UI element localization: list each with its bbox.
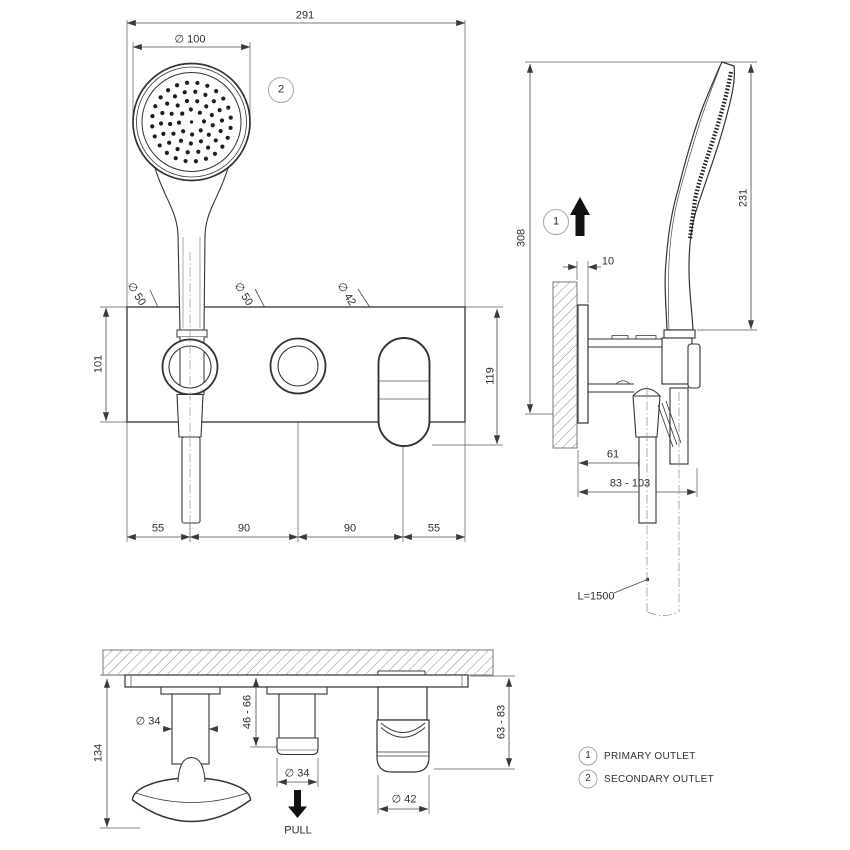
wall-section-side: [552, 281, 578, 449]
diverter-knob-bottom: [266, 686, 328, 756]
mixer-plate-side: [577, 304, 589, 424]
legend: [578, 746, 598, 789]
holder-body-side: [588, 329, 701, 524]
dim-trim-height: 119: [484, 367, 497, 385]
mixer-lever-bottom: [376, 686, 430, 773]
flow-up-arrow: [570, 197, 590, 236]
dim-knob-diameter: ∅ 34: [284, 767, 310, 780]
pull-down-arrow: [288, 790, 307, 818]
legend-2-number: 2: [585, 773, 591, 784]
side-view: [525, 61, 757, 617]
dim-holder-stem-diameter: ∅ 34: [135, 715, 161, 728]
dim-total-projection: 134: [92, 743, 105, 763]
callout-2-number: 2: [277, 83, 285, 96]
dim-handset-height: 231: [737, 188, 750, 208]
dim-handset-diameter: ∅ 100: [174, 33, 206, 46]
dim-spacing-2: 90: [237, 522, 251, 535]
front-view: [100, 19, 503, 542]
dim-plate-offset: 10: [601, 255, 615, 268]
legend-2-label: SECONDARY OUTLET: [604, 774, 715, 785]
dim-knob-projection-range: 46 - 66: [241, 694, 254, 730]
holder-bottom: [131, 686, 252, 823]
mixer-plate-bottom: [124, 674, 469, 688]
dim-projection-range: 83 - 103: [609, 477, 651, 490]
pull-label: PULL: [284, 824, 312, 837]
dim-lever-diameter: ∅ 42: [391, 793, 417, 806]
legend-1-label: PRIMARY OUTLET: [604, 751, 696, 762]
dim-overall-height: 308: [515, 228, 528, 248]
callout-1-circle: [543, 209, 569, 235]
legend-1-number: 1: [585, 750, 591, 761]
dim-spacing-3: 90: [343, 522, 357, 535]
dim-lever-projection-range: 63 - 83: [495, 704, 508, 740]
callout-1-number: 1: [552, 215, 560, 228]
nozzle-dots: [150, 80, 233, 164]
callout-2-circle: [268, 77, 294, 103]
shower-head-face: [132, 62, 251, 182]
dim-plate-height: 101: [92, 354, 105, 374]
mixer-lever-front: [377, 337, 431, 447]
dim-spacing-4: 55: [427, 522, 441, 535]
spray-face-band: [687, 71, 734, 241]
dim-outlet-projection: 61: [606, 448, 620, 461]
wall-section-bottom: [102, 649, 494, 676]
dim-overall-width: 291: [295, 9, 315, 22]
handset-side: [664, 61, 736, 331]
bottom-view: [100, 649, 515, 829]
handset-head-bottom: [131, 777, 252, 823]
dim-hose-length: L=1500: [577, 590, 615, 603]
dim-spacing-1: 55: [151, 522, 165, 535]
